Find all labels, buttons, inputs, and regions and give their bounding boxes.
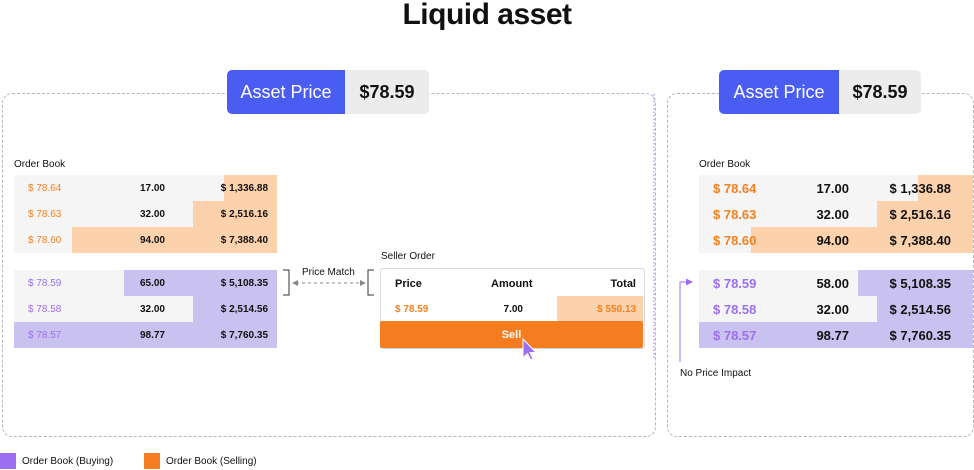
order-total: $ 2,516.16	[220, 208, 268, 220]
buy-order-row: $ 78.59 58.00 $ 5,108.35	[699, 270, 973, 296]
order-total: $ 1,336.88	[220, 182, 268, 194]
buy-depth-bar	[857, 270, 973, 296]
sell-order-row: $ 78.63 32.00 $ 2,516.16	[699, 201, 973, 227]
asset-price-value: $78.59	[839, 70, 921, 114]
arrowhead-right	[360, 280, 366, 286]
order-price: $ 78.60	[713, 232, 757, 248]
arrowhead-left	[292, 280, 298, 286]
order-price: $ 78.57	[713, 327, 757, 343]
order-amount: 32.00	[139, 208, 165, 220]
order-price: $ 78.58	[28, 303, 62, 315]
order-price: $ 78.59	[713, 275, 757, 291]
asset-price-label: Asset Price	[719, 70, 839, 114]
no-price-impact-label: No Price Impact	[680, 368, 752, 379]
buy-order-row: $ 78.57 98.77 $ 7,760.35	[14, 322, 277, 348]
order-amount: 32.00	[816, 206, 849, 222]
sell-depth-bar	[877, 201, 973, 227]
order-total: $ 7,388.40	[220, 234, 268, 246]
order-amount: 65.00	[139, 277, 165, 289]
sell-depth-bar	[224, 175, 277, 201]
right-order-book: $ 78.64 17.00 $ 1,336.88 $ 78.63 32.00 $ 2,51…	[699, 175, 973, 348]
price-match-label: Price Match	[302, 267, 355, 278]
order-price: $ 78.57	[28, 329, 62, 341]
sell-order-row: $ 78.60 94.00 $ 7,388.40	[699, 227, 973, 253]
order-amount: 98.77	[139, 329, 165, 341]
order-amount: 94.00	[816, 232, 849, 248]
seller-total-cell	[557, 296, 643, 322]
left-order-book: $ 78.64 17.00 $ 1,336.88 $ 78.63 32.00 $ 2,51…	[14, 175, 277, 348]
order-total: $ 2,514.56	[220, 303, 268, 315]
no-impact-connector	[679, 281, 687, 362]
order-total: $ 7,760.35	[889, 327, 951, 343]
order-total: $ 2,516.16	[889, 206, 951, 222]
order-amount: 58.00	[816, 275, 849, 291]
buy-depth-bar	[699, 322, 973, 348]
order-amount: 98.77	[816, 327, 849, 343]
buy-order-row: $ 78.58 32.00 $ 2,514.56	[699, 296, 973, 322]
order-total: $ 5,108.35	[220, 277, 268, 289]
order-price: $ 78.58	[713, 301, 757, 317]
order-total: $ 7,760.35	[220, 329, 268, 341]
seller-header-total: Total	[610, 278, 636, 290]
seller-price: $ 78.59	[395, 304, 429, 315]
buy-order-row: $ 78.58 32.00 $ 2,514.56	[14, 296, 277, 322]
cursor-icon	[522, 337, 538, 361]
buy-order-row: $ 78.57 98.77 $ 7,760.35	[699, 322, 973, 348]
order-price: $ 78.63	[713, 206, 757, 222]
order-total: $ 1,336.88	[889, 180, 951, 196]
buy-depth-bar	[124, 270, 277, 296]
legend-selling-label: Order Book (Selling)	[166, 456, 257, 467]
order-amount: 17.00	[816, 180, 849, 196]
order-amount: 32.00	[816, 301, 849, 317]
order-total: $ 5,108.35	[889, 275, 951, 291]
sell-depth-bar	[192, 201, 277, 227]
order-price: $ 78.64	[28, 182, 62, 194]
asset-price-value: $78.59	[345, 70, 429, 114]
buy-order-row: $ 78.59 65.00 $ 5,108.35	[14, 270, 277, 296]
order-book-label: Order Book	[14, 159, 66, 170]
seller-total: $ 550.13	[597, 304, 636, 315]
order-book-label: Order Book	[699, 159, 751, 170]
order-price: $ 78.63	[28, 208, 62, 220]
order-price: $ 78.64	[713, 180, 757, 196]
order-price: $ 78.59	[28, 277, 62, 289]
legend-buying-swatch	[0, 453, 16, 469]
no-impact-arrowhead	[686, 278, 693, 286]
sell-order-row: $ 78.63 32.00 $ 2,516.16	[14, 201, 277, 227]
seller-order-label: Seller Order	[381, 251, 435, 262]
diagram-title: Liquid asset	[402, 0, 572, 31]
buy-depth-bar	[14, 322, 277, 348]
right-asset-price-box: Asset Price $78.59	[719, 70, 921, 114]
seller-header-amount: Amount	[491, 278, 533, 290]
seller-header-price: Price	[395, 278, 422, 290]
order-amount: 94.00	[139, 234, 165, 246]
sell-order-row: $ 78.64 17.00 $ 1,336.88	[699, 175, 973, 201]
sell-button[interactable]: Sell	[380, 321, 643, 348]
seller-amount: 7.00	[503, 304, 523, 315]
buy-depth-bar	[192, 296, 277, 322]
legend-selling-swatch	[144, 453, 160, 469]
sell-order-row: $ 78.64 17.00 $ 1,336.88	[14, 175, 277, 201]
left-bracket	[283, 269, 290, 296]
sell-order-row: $ 78.60 94.00 $ 7,388.40	[14, 227, 277, 253]
legend-buying-label: Order Book (Buying)	[22, 456, 114, 467]
order-total: $ 7,388.40	[889, 232, 951, 248]
sell-depth-bar	[918, 175, 973, 201]
order-price: $ 78.60	[28, 234, 62, 246]
order-amount: 17.00	[139, 182, 165, 194]
order-total: $ 2,514.56	[889, 301, 951, 317]
buy-depth-bar	[877, 296, 973, 322]
sell-depth-bar	[71, 227, 277, 253]
order-amount: 32.00	[139, 303, 165, 315]
left-asset-price-box: Asset Price $78.59	[227, 70, 429, 114]
sell-depth-bar	[751, 227, 973, 253]
asset-price-label: Asset Price	[227, 70, 345, 114]
right-bracket	[367, 269, 374, 296]
